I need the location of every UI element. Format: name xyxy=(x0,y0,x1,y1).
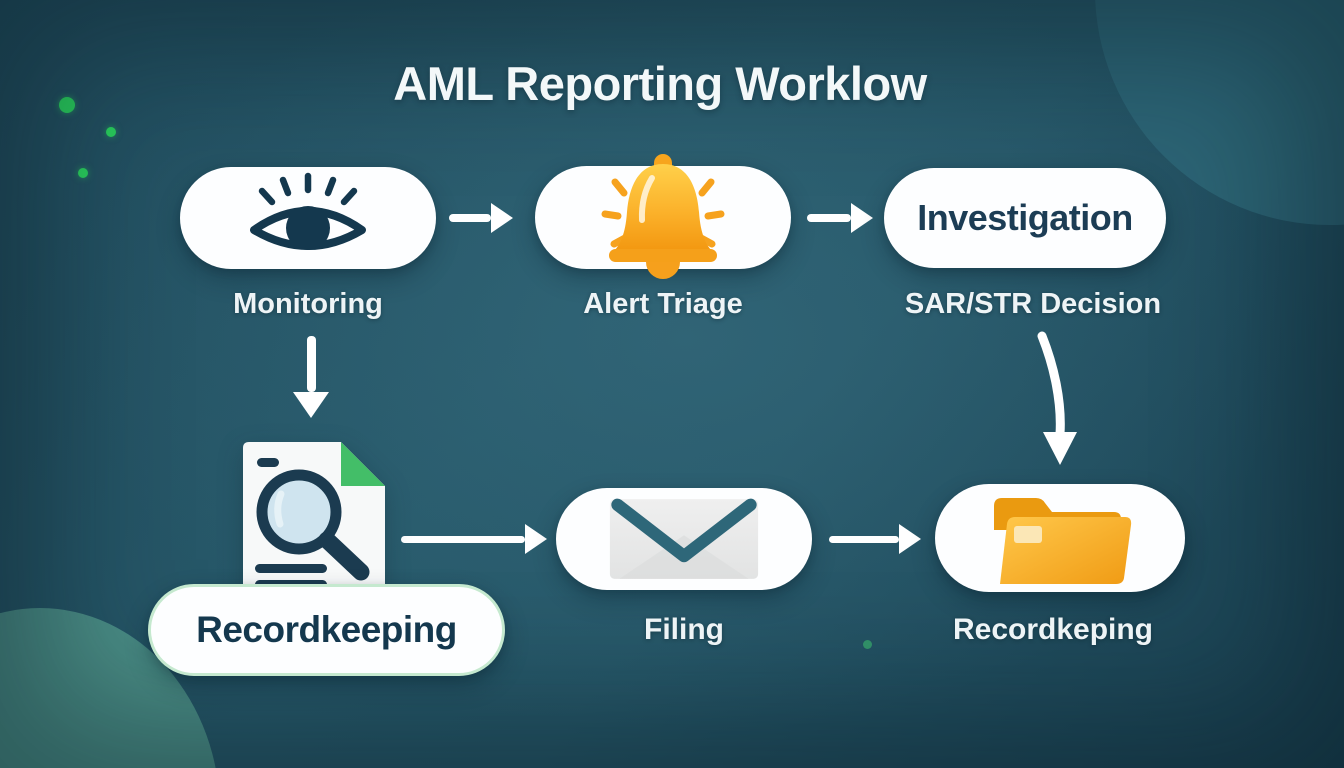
green-dot xyxy=(78,168,88,178)
investigation-text: Investigation xyxy=(917,197,1133,238)
page-title: AML Reporting Worklow xyxy=(393,57,927,110)
node-recordkeeping: Recordkeeping xyxy=(148,584,505,676)
node-filing xyxy=(556,488,812,590)
node-archive xyxy=(935,484,1185,592)
arrow-recordkeeping-to-filing xyxy=(401,524,547,554)
eye-icon xyxy=(250,172,366,250)
label-filing: Filing xyxy=(644,613,724,646)
label-monitoring: Monitoring xyxy=(233,288,383,320)
bell-icon xyxy=(601,154,725,279)
label-recordkeping: Recordkeping xyxy=(952,613,1154,646)
arrow-filing-to-archive xyxy=(829,524,921,554)
node-investigation: Investigation xyxy=(884,168,1166,268)
arrow-monitoring-to-alert xyxy=(449,203,513,233)
folder-icon xyxy=(994,498,1132,584)
document-search-icon xyxy=(243,442,385,602)
arrow-investigation-to-archive xyxy=(1037,331,1077,465)
label-alert-triage: Alert Triage xyxy=(583,288,743,320)
node-alert-triage xyxy=(535,154,791,279)
green-dot xyxy=(106,127,116,137)
green-dot xyxy=(59,97,75,113)
label-sar-str-decision: SAR/STR Decision xyxy=(904,288,1162,320)
green-dot xyxy=(863,640,872,649)
arrow-alert-to-investigation xyxy=(807,203,873,233)
recordkeeping-text: Recordkeeping xyxy=(196,609,457,650)
envelope-icon xyxy=(609,498,759,579)
node-monitoring xyxy=(180,167,436,269)
arrow-monitoring-to-recordkeeping xyxy=(293,336,329,418)
